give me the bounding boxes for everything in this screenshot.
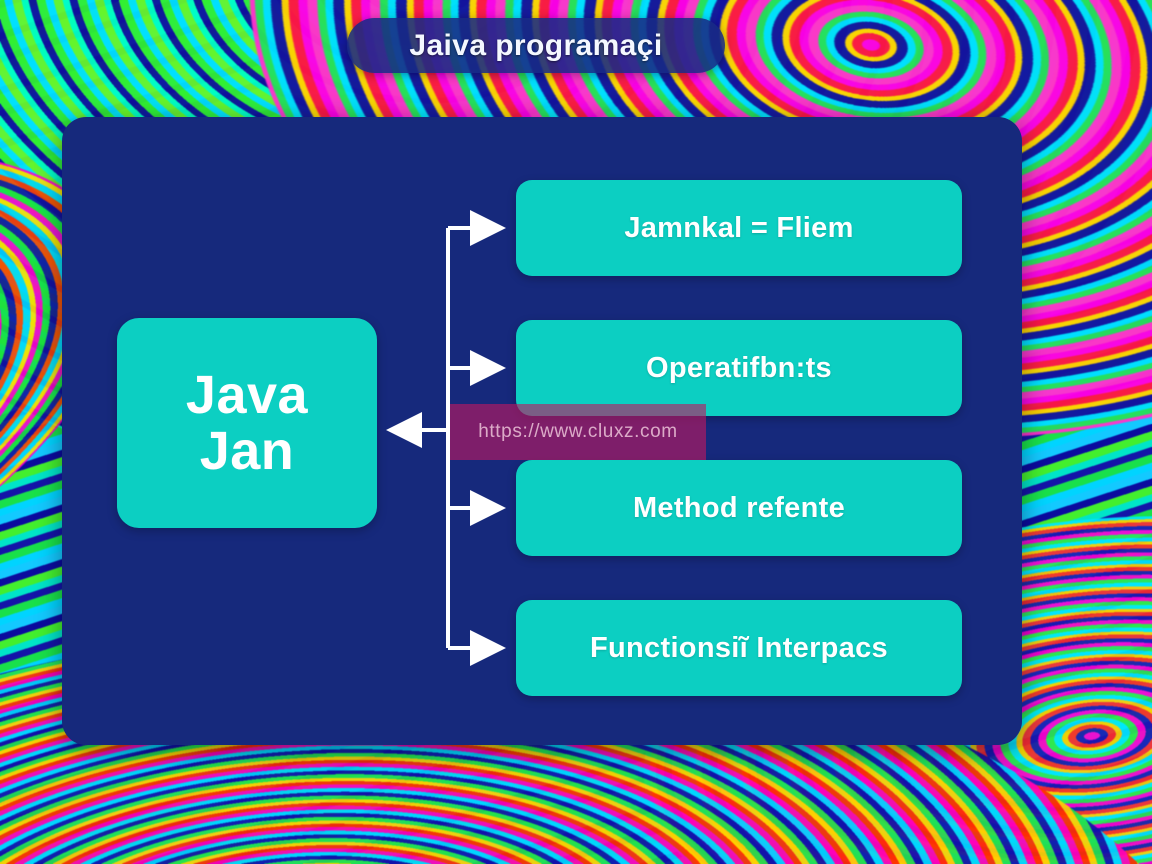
root-node-line-1: Java — [185, 364, 309, 425]
title-pill: Jaiva programaçi — [347, 18, 725, 73]
page-title: Jaiva programaçi — [409, 28, 663, 62]
branch-node-1[interactable]: Jamnkal = Fliem — [516, 180, 962, 276]
branch-node-4-label: Functionsiĩ Interpacs — [590, 631, 888, 664]
branch-node-2-label: Operatifbn:ts — [646, 351, 832, 384]
branch-node-1-label: Jamnkal = Fliem — [624, 211, 854, 244]
watermark-bar: https://www.cluxz.com — [450, 404, 706, 460]
root-node-line-2: Jan — [199, 421, 295, 481]
watermark-url: https://www.cluxz.com — [478, 421, 678, 442]
branch-node-4[interactable]: Functionsiĩ Interpacs — [516, 600, 962, 696]
branch-node-2[interactable]: Operatifbn:ts — [516, 320, 962, 416]
root-node[interactable]: Java Jan — [117, 318, 377, 528]
branch-node-3-label: Method refente — [632, 491, 846, 524]
branch-node-3[interactable]: Method refente — [516, 460, 962, 556]
